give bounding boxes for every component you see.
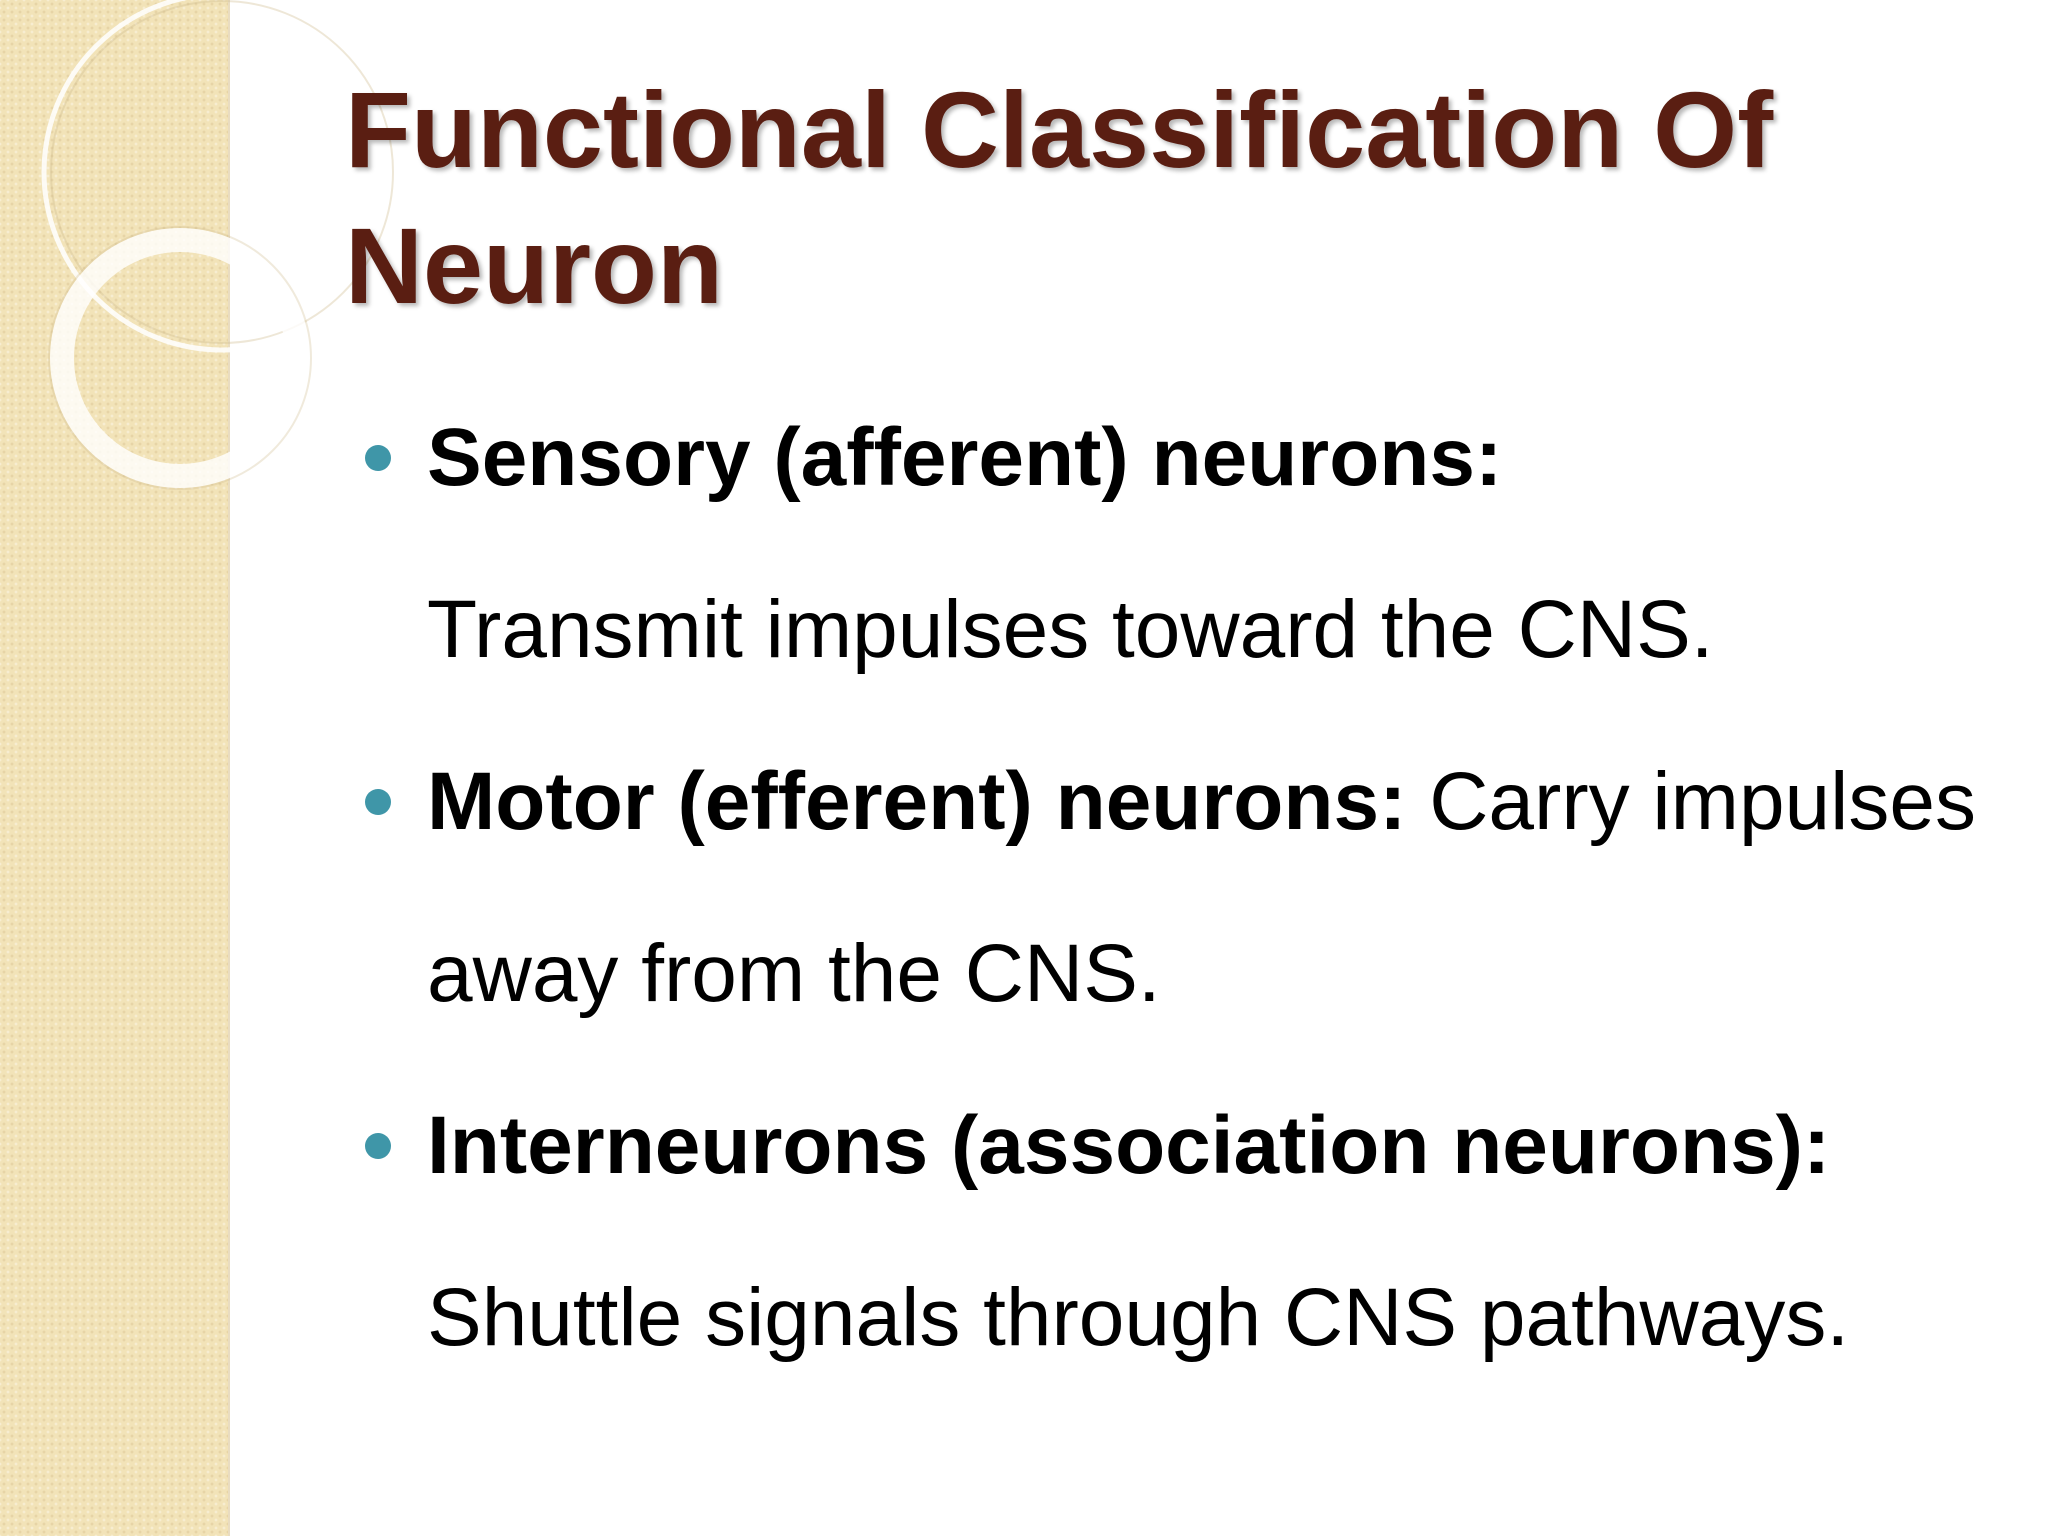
decorative-rings-icon xyxy=(41,0,400,490)
bullet-item-motor: Motor (efferent) neurons: Carry impulses… xyxy=(365,716,2025,1060)
slide-title: Functional Classification Of Neuron xyxy=(345,69,1774,326)
bullet-description: Carry impulses away from the CNS. xyxy=(427,756,1976,1019)
bullet-description: Transmit impulses toward the CNS. xyxy=(427,584,1714,675)
bullet-item-interneurons: Interneurons (association neurons): Shut… xyxy=(365,1060,2025,1404)
bullet-list: Sensory (afferent) neurons: Transmit imp… xyxy=(365,372,2025,1404)
bullet-term: Sensory (afferent) neurons: xyxy=(427,412,1503,503)
bullet-description: Shuttle signals through CNS pathways. xyxy=(427,1272,1850,1363)
bullet-dot-icon xyxy=(365,789,391,815)
bullet-dot-icon xyxy=(365,445,391,471)
bullet-term: Motor (efferent) neurons: xyxy=(427,756,1407,847)
bullet-dot-icon xyxy=(365,1133,391,1159)
bullet-term: Interneurons (association neurons): xyxy=(427,1100,1831,1191)
bullet-item-sensory: Sensory (afferent) neurons: Transmit imp… xyxy=(365,372,2025,716)
